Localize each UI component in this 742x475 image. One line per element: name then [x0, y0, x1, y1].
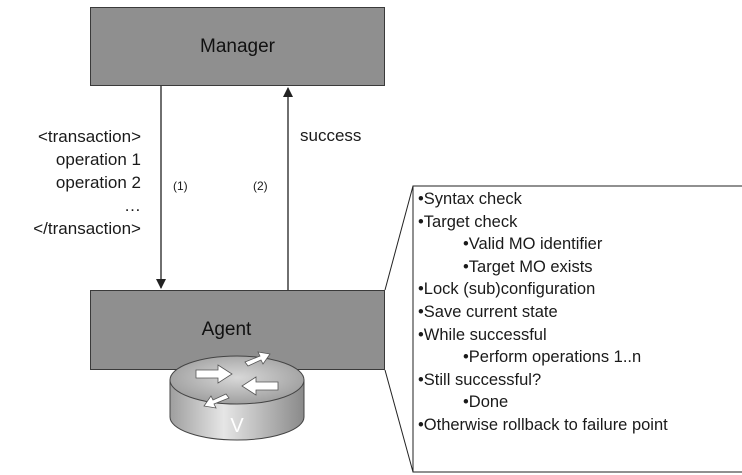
- checklist-item: •Syntax check: [418, 190, 522, 208]
- checklist-item: •Otherwise rollback to failure point: [418, 415, 668, 434]
- checklist-item: •Lock (sub)configuration: [418, 280, 596, 299]
- manager-label: Manager: [200, 35, 275, 57]
- transaction-line: …: [124, 196, 141, 215]
- checklist-item: •Save current state: [418, 302, 558, 321]
- checklist-item: •Target MO exists: [463, 257, 593, 276]
- transaction-line: <transaction>: [37, 127, 141, 146]
- callout-box: [412, 185, 742, 473]
- checklist-item: •Done: [463, 393, 509, 412]
- checklist: •Syntax check •Target check •Valid MO iden…: [418, 188, 668, 437]
- transaction-text: <transaction> operation 1 operation 2 … …: [0, 125, 141, 240]
- response-step-label: (2): [253, 179, 268, 193]
- callout-pointer-bottom: [384, 369, 414, 473]
- router-label: V: [230, 415, 244, 437]
- transaction-line: operation 1: [55, 150, 141, 169]
- checklist-item: •While successful: [418, 325, 547, 344]
- callout-pointer-top: [384, 185, 414, 291]
- agent-label: Agent: [201, 319, 252, 340]
- response-label: success: [300, 126, 362, 145]
- checklist-item: •Still successful?: [418, 370, 542, 389]
- manager-box: Manager: [90, 7, 385, 86]
- transaction-line: operation 2: [55, 173, 141, 192]
- checklist-item: •Perform operations 1..n: [463, 348, 642, 367]
- checklist-item: •Valid MO identifier: [463, 235, 603, 254]
- request-step-label: (1): [173, 179, 188, 193]
- transaction-line: </transaction>: [33, 219, 141, 238]
- checklist-item: •Target check: [418, 212, 518, 231]
